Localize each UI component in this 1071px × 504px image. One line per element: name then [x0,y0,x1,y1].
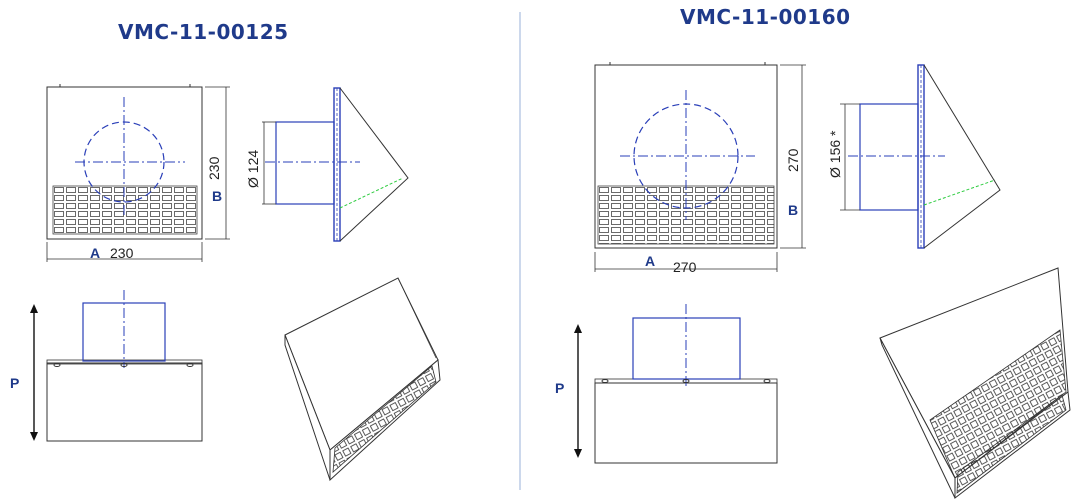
right-label-A: A [645,253,655,269]
right-label-P: P [555,380,564,396]
left-grille [52,185,198,235]
right-width-value: 270 [673,259,697,275]
left-label-P: P [10,375,19,391]
right-side-view [840,64,1001,249]
left-title: VMC-11-00125 [118,20,289,44]
right-front-view [594,62,806,272]
left-label-A: A [90,245,100,261]
right-title: VMC-11-00160 [680,5,851,29]
left-top-view [30,290,203,442]
right-grille [597,185,775,245]
left-width-value: 230 [110,245,134,261]
left-height-value: 230 [206,156,222,180]
left-diameter-label: Ø 124 [245,150,261,188]
left-side-view [262,87,409,242]
left-iso-view [284,277,441,482]
right-label-B: B [788,202,798,218]
right-diameter-label: Ø 156 * [827,130,843,178]
right-iso-view [879,267,1071,500]
left-front-view [46,84,230,262]
right-height-value: 270 [785,148,801,172]
right-top-view [574,304,778,464]
left-label-B: B [212,188,222,204]
